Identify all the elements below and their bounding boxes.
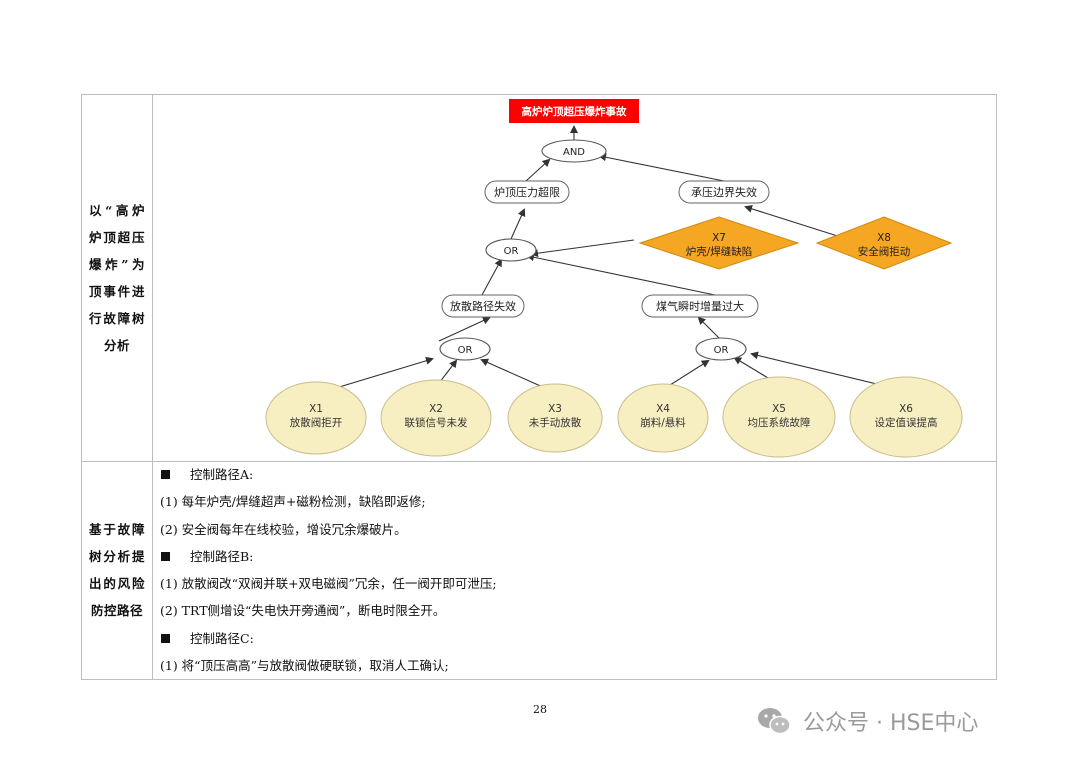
x5-label: 均压系统故障 <box>748 416 811 429</box>
intermediate-event-vent-label: 放散路径失效 <box>450 299 516 313</box>
or-gate-3 <box>695 337 747 361</box>
x7-label: 炉壳/焊缝缺陷 <box>686 245 753 258</box>
document-table: 以“高炉炉顶超压爆炸”为顶事件进行故障树分析 <box>81 94 997 680</box>
x8-code: X8 <box>877 232 891 244</box>
or-gate-1-label: OR <box>504 246 519 257</box>
basic-event-x7-diamond <box>638 216 800 270</box>
x2-label: 联锁信号未发 <box>405 416 468 429</box>
table-row-fault-tree: 以“高炉炉顶超压爆炸”为顶事件进行故障树分析 <box>82 95 996 462</box>
basic-event-x5: X5 均压系统故障 <box>722 376 836 458</box>
path-item: (1) 放散阀改“双阀并联+双电磁阀”冗余，任一阀开即可泄压; <box>160 576 497 592</box>
x5-code: X5 <box>772 403 786 415</box>
and-gate <box>541 139 607 163</box>
x4-code: X4 <box>656 403 670 415</box>
basic-event-x6: X6 设定值误提高 <box>849 376 963 458</box>
x2-code: X2 <box>429 403 443 415</box>
wechat-icon <box>758 708 791 735</box>
connector-lines <box>315 125 907 395</box>
x6-label: 设定值误提高 <box>875 416 938 429</box>
intermediate-event-boundary-label: 承压边界失效 <box>691 185 757 199</box>
watermark: 公众号 · HSE中心 <box>757 704 978 738</box>
or-gate-2 <box>439 337 491 361</box>
path-heading: 控制路径B: <box>160 543 980 570</box>
x3-code: X3 <box>548 403 562 415</box>
path-item: (1) 每年炉壳/焊缝超声+磁粉检测，缺陷即返修; <box>160 494 426 510</box>
intermediate-event-gas-surge <box>641 294 759 318</box>
path-item: (2) TRT侧增设“失电快开旁通阀”，断电时限全开。 <box>160 603 446 619</box>
x7-code: X7 <box>712 232 726 244</box>
bullet-square-icon <box>161 551 170 561</box>
path-heading: 控制路径C: <box>160 625 980 652</box>
x1-code: X1 <box>309 403 323 415</box>
top-event-box <box>509 99 639 123</box>
intermediate-event-pressure-label: 炉顶压力超限 <box>494 185 560 199</box>
bullet-square-icon <box>161 470 170 479</box>
basic-event-x1: X1 放散阀拒开 <box>265 381 367 455</box>
path-heading: 控制路径A: <box>160 461 980 488</box>
basic-event-x8-diamond <box>815 216 953 270</box>
intermediate-event-boundary <box>678 180 770 204</box>
x3-label: 未手动放散 <box>529 416 582 429</box>
intermediate-event-gas-surge-label: 煤气瞬时增量过大 <box>656 299 744 313</box>
path-heading-text: 控制路径B: <box>190 548 254 564</box>
intermediate-event-vent <box>441 294 525 318</box>
and-gate-label: AND <box>563 147 585 158</box>
path-heading-text: 控制路径A: <box>190 467 254 482</box>
path-item: (1) 将“顶压高高”与放散阀做硬联锁，取消人工确认; <box>160 658 449 674</box>
intermediate-event-pressure <box>484 180 570 204</box>
row-label-cell: 以“高炉炉顶超压爆炸”为顶事件进行故障树分析 <box>82 95 153 461</box>
path-item: (2) 安全阀每年在线校验，增设冗余爆破片。 <box>160 521 407 537</box>
basic-event-x2: X2 联锁信号未发 <box>380 379 492 457</box>
x8-label: 安全阀拒动 <box>858 245 911 258</box>
or-gate-1 <box>485 238 537 262</box>
risk-path-list: 控制路径A: (1) 每年炉壳/焊缝超声+磁粉检测，缺陷即返修; (2) 安全阀… <box>160 461 980 679</box>
bullet-square-icon <box>161 633 170 643</box>
top-event-label: 高炉炉顶超压爆炸事故 <box>522 105 627 118</box>
table-row-risk-paths: 基于故障树分析提出的风险防控路径 控制路径A: (1) 每年炉壳/焊缝超声+磁粉… <box>82 461 996 679</box>
or-gate-3-label: OR <box>714 345 729 356</box>
fault-tree-row-label: 以“高炉炉顶超压爆炸”为顶事件进行故障树分析 <box>89 203 145 353</box>
basic-event-x3: X3 未手动放散 <box>507 383 603 453</box>
x6-code: X6 <box>899 403 913 415</box>
basic-event-x4: X4 崩料/悬料 <box>617 383 709 453</box>
watermark-text: 公众号 · HSE中心 <box>803 711 979 736</box>
or-gate-2-label: OR <box>458 345 473 356</box>
x1-label: 放散阀拒开 <box>290 416 343 429</box>
page-number: 28 <box>533 703 547 716</box>
x4-label: 崩料/悬料 <box>640 416 686 429</box>
row-label-cell: 基于故障树分析提出的风险防控路径 <box>82 461 153 679</box>
fault-tree-diagram: 高炉炉顶超压爆炸事故 AND 炉顶压力超限 承压边界失效 OR X7 炉壳/焊缝… <box>154 95 996 461</box>
path-heading-text: 控制路径C: <box>190 630 254 646</box>
risk-paths-row-label: 基于故障树分析提出的风险防控路径 <box>89 522 145 618</box>
